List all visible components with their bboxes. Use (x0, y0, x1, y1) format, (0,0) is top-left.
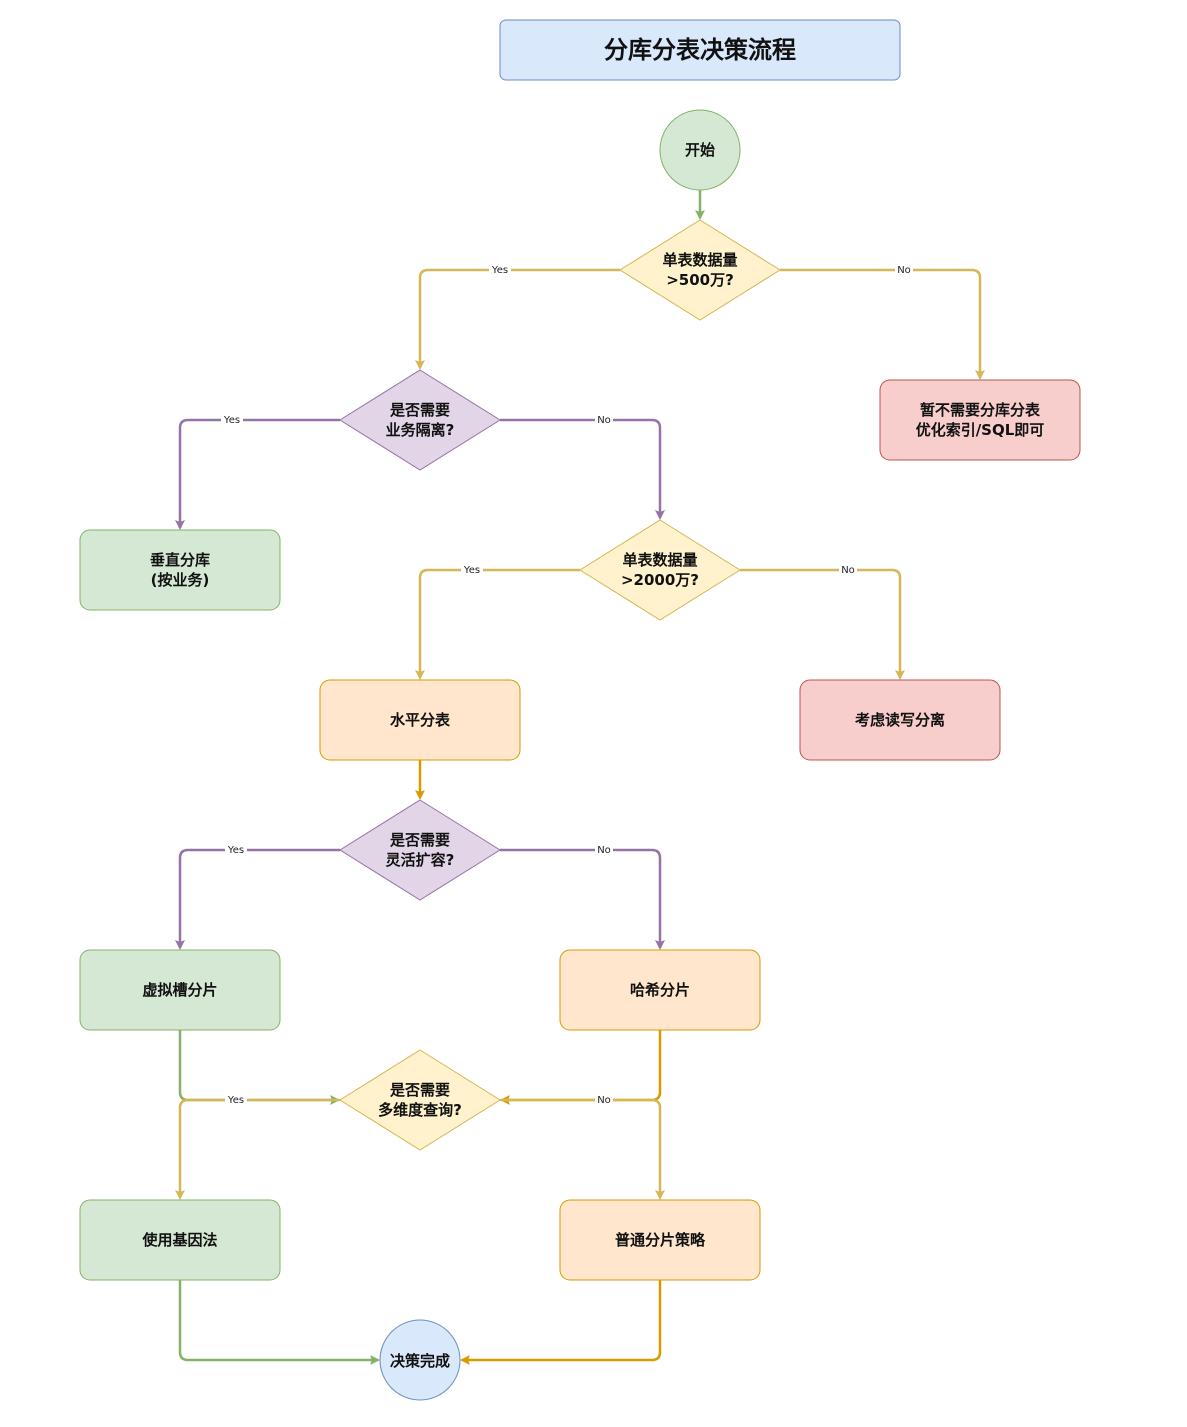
start-node: 开始 (659, 109, 741, 191)
svg-text:水平分表: 水平分表 (390, 711, 451, 729)
edge-scale-no (500, 848, 665, 950)
end-node: 决策完成 (379, 1319, 461, 1401)
svg-text:考虑读写分离: 考虑读写分离 (855, 711, 945, 729)
page-title: 分库分表决策流程 (604, 36, 796, 64)
edge-q500w-no (780, 268, 985, 380)
svg-text:虚拟槽分片: 虚拟槽分片 (142, 981, 217, 999)
svg-text:No: No (841, 565, 855, 576)
hash-sharding-node: 哈希分片 (559, 949, 761, 1031)
svg-text:单表数据量: 单表数据量 (622, 551, 697, 569)
svg-text:普通分片策略: 普通分片策略 (615, 1231, 706, 1249)
decision-business-isolation: 是否需要 业务隔离? (339, 369, 501, 471)
svg-text:使用基因法: 使用基因法 (141, 1231, 217, 1249)
edge-label-no: No (595, 413, 613, 426)
edge-multidim-no (500, 1098, 665, 1200)
edge-label-no: No (595, 843, 613, 856)
edge-hash-multidim (500, 1030, 662, 1105)
svg-text:多维度查询?: 多维度查询? (378, 1101, 462, 1119)
edge-gene-end (178, 1280, 380, 1365)
svg-text:Yes: Yes (223, 415, 240, 426)
edge-q500w-yes (415, 268, 620, 370)
svg-text:优化索引/SQL即可: 优化索引/SQL即可 (916, 421, 1045, 439)
edge-label-yes: Yes (489, 263, 511, 276)
edge-label-no: No (839, 563, 857, 576)
svg-text:No: No (597, 845, 611, 856)
edge-virtualslot-multidim (178, 1030, 340, 1105)
edge-label-yes: Yes (461, 563, 483, 576)
svg-text:单表数据量: 单表数据量 (662, 251, 737, 269)
edge-labels: Yes No Yes No Yes No Yes No Yes No (221, 263, 913, 1106)
vertical-sharding-node: 垂直分库 (按业务) (79, 529, 281, 611)
svg-text:(按业务): (按业务) (151, 571, 210, 589)
svg-text:No: No (597, 1095, 611, 1106)
edge-isolation-no (500, 418, 665, 520)
svg-text:垂直分库: 垂直分库 (150, 551, 210, 569)
edge-label-no: No (595, 1093, 613, 1106)
decision-data-volume-2000w: 单表数据量 >2000万? (579, 519, 741, 621)
svg-text:Yes: Yes (463, 565, 480, 576)
edge-label-yes: Yes (221, 413, 243, 426)
svg-text:Yes: Yes (227, 1095, 244, 1106)
title-box: 分库分表决策流程 (499, 19, 901, 81)
svg-text:灵活扩容?: 灵活扩容? (386, 851, 455, 869)
svg-text:>2000万?: >2000万? (621, 571, 699, 589)
svg-text:哈希分片: 哈希分片 (630, 981, 690, 999)
edge-label-no: No (895, 263, 913, 276)
svg-text:业务隔离?: 业务隔离? (386, 421, 455, 439)
no-sharding-node: 暂不需要分库分表 优化索引/SQL即可 (879, 379, 1081, 461)
svg-text:是否需要: 是否需要 (389, 401, 450, 419)
svg-text:>500万?: >500万? (666, 271, 734, 289)
edge-scale-yes (175, 848, 340, 950)
svg-text:暂不需要分库分表: 暂不需要分库分表 (920, 401, 1041, 419)
edge-q2000w-no (740, 568, 905, 680)
nodes: 开始 单表数据量 >500万? 暂不需要分库分表 优化索引/SQL即可 是否需要… (79, 109, 1081, 1401)
edge-label-yes: Yes (225, 1093, 247, 1106)
gene-method-node: 使用基因法 (79, 1199, 281, 1281)
edge-q2000w-yes (415, 568, 580, 680)
edges (175, 190, 985, 1365)
virtual-slot-node: 虚拟槽分片 (79, 949, 281, 1031)
svg-text:开始: 开始 (685, 141, 715, 159)
svg-text:Yes: Yes (491, 265, 508, 276)
decision-multi-dimension-query: 是否需要 多维度查询? (339, 1049, 501, 1151)
svg-text:是否需要: 是否需要 (389, 1081, 450, 1099)
decision-data-volume-500w: 单表数据量 >500万? (619, 219, 781, 321)
svg-text:决策完成: 决策完成 (390, 1352, 450, 1370)
normal-sharding-node: 普通分片策略 (559, 1199, 761, 1281)
read-write-split-node: 考虑读写分离 (799, 679, 1001, 761)
edge-multidim-yes (175, 1098, 340, 1200)
svg-text:No: No (897, 265, 911, 276)
horizontal-sharding-node: 水平分表 (319, 679, 521, 761)
edge-isolation-yes (175, 418, 340, 530)
svg-text:Yes: Yes (227, 845, 244, 856)
svg-text:是否需要: 是否需要 (389, 831, 450, 849)
decision-flexible-scaling: 是否需要 灵活扩容? (339, 799, 501, 901)
edge-normal-end (460, 1280, 662, 1365)
edge-label-yes: Yes (225, 843, 247, 856)
svg-text:No: No (597, 415, 611, 426)
